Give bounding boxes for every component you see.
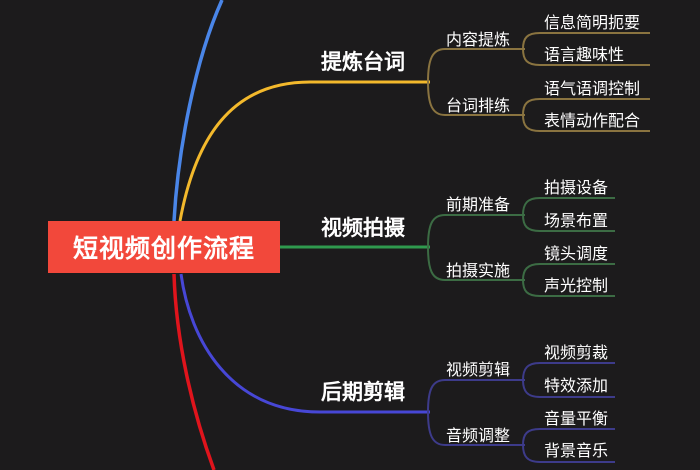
leaf-node[interactable]: 表情动作配合 — [544, 107, 640, 131]
connectors-script-sub — [427, 32, 650, 132]
leaf-node[interactable]: 特效添加 — [544, 372, 608, 396]
leaf-label: 音量平衡 — [544, 409, 609, 428]
connectors-edit-sub — [427, 362, 615, 463]
leaf-label: 背景音乐 — [544, 441, 609, 460]
sub-node-preparation[interactable]: 前期准备 — [446, 191, 510, 215]
leaf-label: 拍摄设备 — [544, 178, 609, 197]
leaf-label: 表情动作配合 — [544, 111, 641, 130]
branch-label: 后期剪辑 — [321, 380, 405, 404]
branch-label: 提炼台词 — [321, 50, 405, 74]
connector-edit — [179, 273, 430, 414]
sub-node-shooting[interactable]: 拍摄实施 — [446, 257, 510, 281]
branch-node-script[interactable]: 提炼台词 — [321, 46, 405, 76]
connectors-shoot-sub — [427, 197, 615, 297]
connector-script — [178, 80, 430, 222]
sub-node-label: 内容提炼 — [446, 30, 511, 49]
leaf-node[interactable]: 音量平衡 — [544, 405, 608, 429]
sub-node-label: 音频调整 — [446, 426, 511, 445]
leaf-node[interactable]: 语言趣味性 — [544, 41, 624, 65]
connector-offscreen-top — [172, 0, 224, 222]
leaf-label: 声光控制 — [544, 276, 609, 295]
sub-node-label: 视频剪辑 — [446, 360, 511, 379]
leaf-node[interactable]: 声光控制 — [544, 272, 608, 296]
root-node-label: 短视频创作流程 — [72, 234, 255, 263]
leaf-label: 信息简明扼要 — [544, 13, 641, 32]
sub-node-content-refine[interactable]: 内容提炼 — [446, 26, 510, 50]
leaf-label: 语言趣味性 — [544, 45, 625, 64]
branch-node-shoot[interactable]: 视频拍摄 — [321, 212, 405, 242]
leaf-node[interactable]: 背景音乐 — [544, 437, 608, 461]
sub-node-video-edit[interactable]: 视频剪辑 — [446, 356, 510, 380]
branch-label: 视频拍摄 — [321, 216, 405, 240]
branch-node-edit[interactable]: 后期剪辑 — [321, 376, 405, 406]
sub-node-audio-adjust[interactable]: 音频调整 — [446, 422, 510, 446]
leaf-node[interactable]: 镜头调度 — [544, 240, 608, 264]
leaf-label: 场景布置 — [544, 211, 609, 230]
leaf-node[interactable]: 信息简明扼要 — [544, 9, 640, 33]
leaf-label: 语气语调控制 — [544, 79, 641, 98]
sub-node-label: 前期准备 — [446, 195, 511, 214]
sub-node-label: 拍摄实施 — [446, 261, 511, 280]
connector-offscreen-bottom — [172, 273, 216, 470]
root-node[interactable]: 短视频创作流程 — [48, 221, 280, 273]
leaf-node[interactable]: 视频剪裁 — [544, 339, 608, 363]
leaf-node[interactable]: 语气语调控制 — [544, 75, 640, 99]
sub-node-rehearsal[interactable]: 台词排练 — [446, 92, 510, 116]
leaf-node[interactable]: 场景布置 — [544, 207, 608, 231]
leaf-label: 特效添加 — [544, 376, 609, 395]
leaf-label: 视频剪裁 — [544, 343, 609, 362]
leaf-node[interactable]: 拍摄设备 — [544, 174, 608, 198]
sub-node-label: 台词排练 — [446, 96, 511, 115]
leaf-label: 镜头调度 — [544, 244, 609, 263]
